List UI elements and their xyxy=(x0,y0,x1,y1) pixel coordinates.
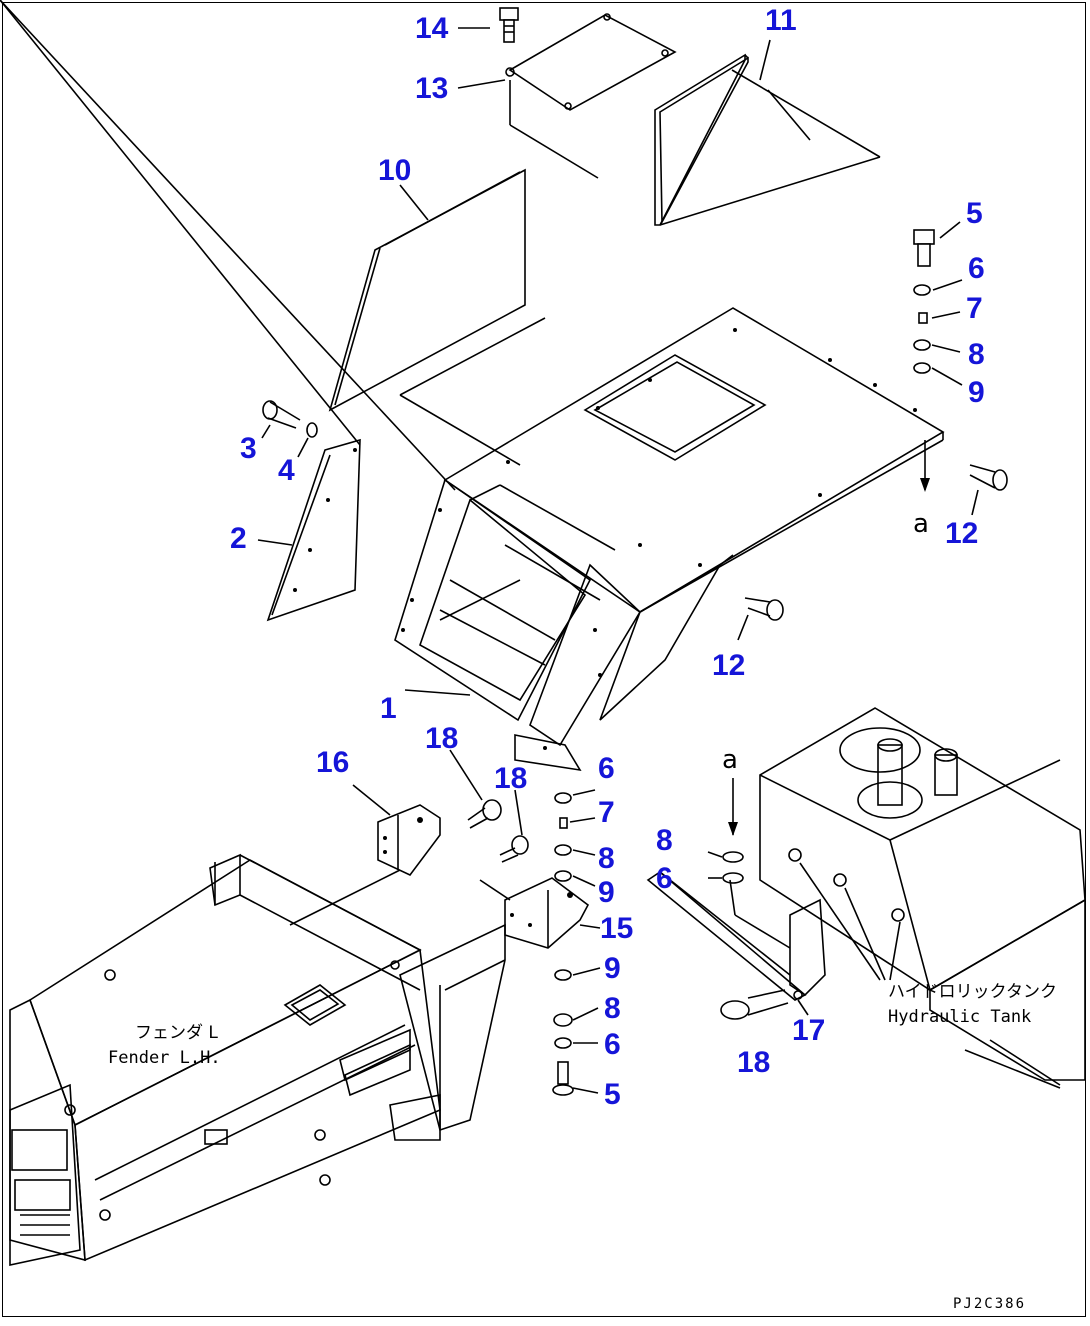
callout-9-lower: 9 xyxy=(598,876,615,909)
bolt-3 xyxy=(262,400,301,429)
callout-8-upper: 8 xyxy=(968,338,985,371)
fender-lh xyxy=(9,853,506,1266)
callout-18-right: 18 xyxy=(737,1046,770,1079)
callout-3: 3 xyxy=(240,432,257,465)
callout-18-middle: 18 xyxy=(494,762,527,795)
washer-6-tank xyxy=(722,872,744,884)
callout-2: 2 xyxy=(230,522,247,555)
washer-6-bottom xyxy=(554,1037,572,1049)
callout-6-bottom: 6 xyxy=(604,1028,621,1061)
washer-8-bottom xyxy=(553,1013,573,1027)
washer-4 xyxy=(306,422,318,438)
arrow-a-bottom-head xyxy=(728,822,738,836)
callout-14: 14 xyxy=(415,12,449,45)
bolt-14 xyxy=(499,7,519,43)
callout-16: 16 xyxy=(316,746,349,779)
callout-12-upper: 12 xyxy=(945,517,978,550)
bolt-12-upper xyxy=(969,464,1008,491)
arrow-a-bottom-label: a xyxy=(722,745,738,775)
washer-8-tank xyxy=(722,851,744,863)
bolt-5-upper xyxy=(913,229,935,267)
tank-label-en: Hydraulic Tank xyxy=(888,1007,1031,1027)
callout-5-upper: 5 xyxy=(966,197,983,230)
arrow-a-top-head xyxy=(920,478,930,492)
callout-6-tank: 6 xyxy=(656,862,673,895)
callout-9-bottom: 9 xyxy=(604,952,621,985)
spacer-7-lower xyxy=(559,817,568,829)
washer-9-lower xyxy=(554,870,572,882)
callout-8-tank: 8 xyxy=(656,824,673,857)
bolt-18-middle xyxy=(499,835,529,863)
callout-18-left: 18 xyxy=(425,722,458,755)
callout-9-upper: 9 xyxy=(968,376,985,409)
callout-12-lower: 12 xyxy=(712,649,745,682)
bracket-15 xyxy=(504,877,590,949)
callout-10: 10 xyxy=(378,154,411,187)
arrow-a-top-label: a xyxy=(913,509,929,539)
bracket-17 xyxy=(646,870,826,1001)
callout-1: 1 xyxy=(380,692,397,725)
drawing-code: PJ2C386 xyxy=(953,1296,1026,1312)
bolt-18-left xyxy=(467,799,502,829)
panel-11 xyxy=(654,53,881,226)
callout-6-upper: 6 xyxy=(968,252,985,285)
callout-8-lower: 8 xyxy=(598,842,615,875)
callout-6-lower: 6 xyxy=(598,752,615,785)
washer-6-lower xyxy=(554,792,572,804)
bolt-5-lower xyxy=(552,1061,574,1096)
top-cover-plate xyxy=(505,13,677,179)
callout-5-lower: 5 xyxy=(604,1078,621,1111)
bolt-12-lower xyxy=(744,597,784,621)
washer-9-bottom xyxy=(554,969,572,981)
callout-8-bottom: 8 xyxy=(604,992,621,1025)
callout-15: 15 xyxy=(600,912,633,945)
fender-label-en: Fender L.H. xyxy=(108,1048,221,1068)
fender-label-jp: フェンダ L xyxy=(135,1023,218,1043)
callout-7-upper: 7 xyxy=(966,292,983,325)
washer-8-upper xyxy=(913,339,931,351)
panel-2 xyxy=(0,0,361,622)
callout-13: 13 xyxy=(415,72,448,105)
spacer-7-upper xyxy=(918,312,928,324)
callout-17: 17 xyxy=(792,1014,825,1047)
bracket-16 xyxy=(289,804,441,926)
washer-6-upper xyxy=(913,284,931,296)
callout-4: 4 xyxy=(278,454,295,487)
hydraulic-tank xyxy=(759,707,1086,1089)
washer-8-lower xyxy=(554,844,572,856)
callout-11: 11 xyxy=(765,4,797,37)
main-frame-1 xyxy=(0,0,945,772)
bolt-18-right xyxy=(720,989,789,1020)
callout-7-lower: 7 xyxy=(598,796,615,829)
washer-9-upper xyxy=(913,362,931,374)
panel-10 xyxy=(328,168,546,466)
tank-label-jp: ハイドロリックタンク xyxy=(888,982,1057,1002)
